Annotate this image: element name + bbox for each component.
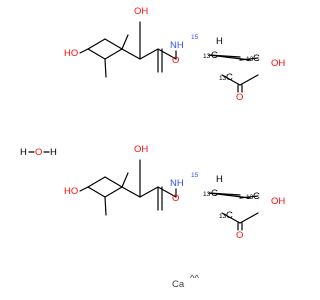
bond bbox=[157, 48, 177, 60]
carbonyl-o-label: O bbox=[172, 55, 179, 66]
hydroxyl-ho-label: HO bbox=[64, 186, 78, 197]
acid-o-label: O bbox=[236, 230, 243, 241]
carbon-13-label: 13 bbox=[219, 75, 227, 82]
bond bbox=[239, 212, 259, 224]
bond bbox=[239, 57, 259, 61]
carbonyl-o-label: O bbox=[172, 193, 179, 204]
bond bbox=[221, 212, 241, 224]
chemical-structure: OH HO NH 15 13 C H 13 C OH 13 C O O H O … bbox=[20, 6, 285, 290]
hydrogen-label: H bbox=[216, 36, 223, 47]
bond bbox=[87, 186, 106, 198]
hydroxyl-oh-label: OH bbox=[134, 144, 148, 155]
water-h-left-label: H bbox=[20, 147, 27, 158]
carbon-atom-label: C bbox=[226, 72, 233, 83]
bond bbox=[239, 74, 259, 86]
bond bbox=[121, 48, 141, 60]
bond bbox=[87, 38, 106, 50]
bond bbox=[104, 38, 123, 50]
nitrogen-15-label: 15 bbox=[191, 34, 199, 41]
carbon-atom-label: C bbox=[211, 188, 218, 199]
bond bbox=[121, 34, 129, 50]
carbon-atom-label: C bbox=[226, 210, 233, 221]
bond bbox=[121, 186, 141, 198]
carbon-13-label: 13 bbox=[203, 53, 211, 60]
bond bbox=[87, 176, 106, 188]
calcium-radical-label: ^^ bbox=[190, 273, 199, 284]
carbon-atom-label: C bbox=[253, 53, 260, 64]
bond bbox=[104, 176, 123, 188]
calcium-ion: Ca ^^ bbox=[172, 273, 199, 290]
water-molecule: H O H bbox=[20, 147, 57, 158]
bond bbox=[121, 172, 129, 188]
carbon-13-label: 13 bbox=[203, 191, 211, 198]
bond bbox=[104, 196, 107, 216]
amide-nh-label: NH bbox=[170, 178, 184, 189]
water-o-label: O bbox=[35, 147, 42, 158]
bond bbox=[104, 186, 123, 198]
bond bbox=[157, 186, 177, 198]
bond bbox=[221, 74, 241, 86]
water-h-right-label: H bbox=[50, 147, 57, 158]
acid-oh-label: OH bbox=[271, 58, 285, 69]
carbon-atom-label: C bbox=[211, 50, 218, 61]
bond bbox=[104, 58, 107, 78]
hydrogen-label: H bbox=[216, 174, 223, 185]
bond bbox=[139, 48, 159, 60]
bond bbox=[239, 195, 259, 199]
carbon-atom-label: C bbox=[253, 191, 260, 202]
amide-nh-label: NH bbox=[170, 40, 184, 51]
carbon-13-label: 13 bbox=[246, 194, 254, 201]
calcium-symbol-label: Ca bbox=[172, 279, 185, 290]
bond bbox=[79, 186, 89, 192]
hydroxyl-oh-label: OH bbox=[134, 6, 148, 17]
bond bbox=[87, 48, 106, 60]
pantothenate-molecule-2: OH HO NH 15 13 C H 13 C OH 13 C O O bbox=[64, 144, 285, 241]
bond bbox=[104, 48, 123, 60]
pantothenate-molecule-1: OH HO NH 15 13 C H 13 C OH 13 C O O bbox=[64, 6, 285, 103]
acid-o-label: O bbox=[236, 92, 243, 103]
carbon-13-label: 13 bbox=[219, 213, 227, 220]
carbon-13-label: 13 bbox=[246, 56, 254, 63]
nitrogen-15-label: 15 bbox=[191, 172, 199, 179]
acid-oh-label: OH bbox=[271, 196, 285, 207]
hydroxyl-ho-label: HO bbox=[64, 48, 78, 59]
bond bbox=[139, 186, 159, 198]
bond bbox=[79, 48, 89, 54]
